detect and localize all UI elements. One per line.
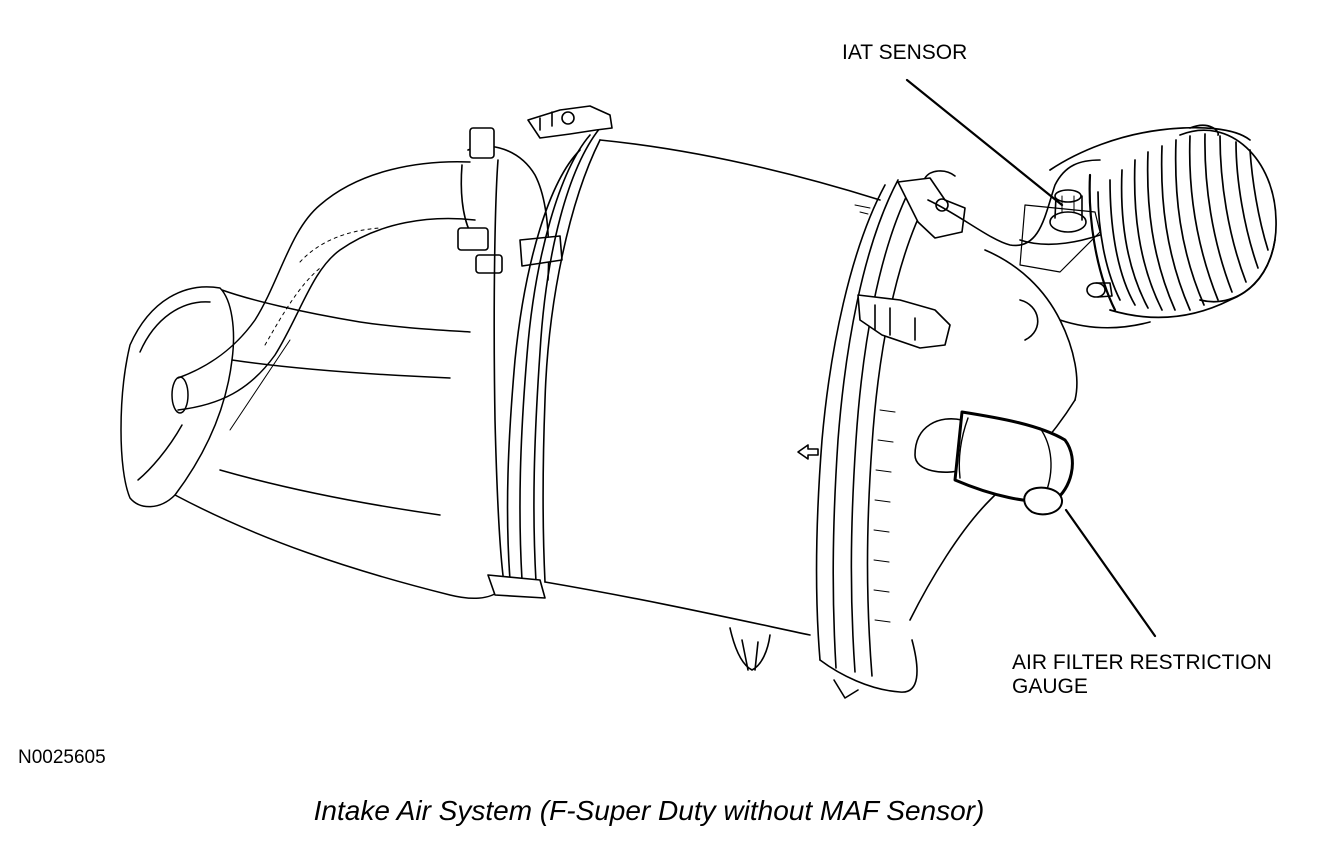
restriction-gauge-leader [1064,508,1157,638]
left-clamp-band [457,105,613,599]
iat-sensor-label: IAT SENSOR [842,41,968,64]
right-clamp-band [729,170,966,699]
restriction-label-line1: AIR FILTER RESTRICTION [1012,651,1272,674]
inlet-duct [120,161,501,600]
leader-lines [905,78,1157,638]
figure-caption: Intake Air System (F-Super Duty without … [313,795,985,826]
restriction-label-line2: GAUGE [1012,675,1088,698]
air-filter-restriction-gauge-label: AIR FILTER RESTRICTION GAUGE [1012,651,1272,699]
iat-sensor-leader [905,78,1064,207]
filter-housing [542,139,881,636]
restriction-gauge [914,410,1074,516]
iat-sensor [1049,189,1087,233]
figure-id: N0025605 [18,747,106,768]
bellows-hose [1049,124,1277,319]
